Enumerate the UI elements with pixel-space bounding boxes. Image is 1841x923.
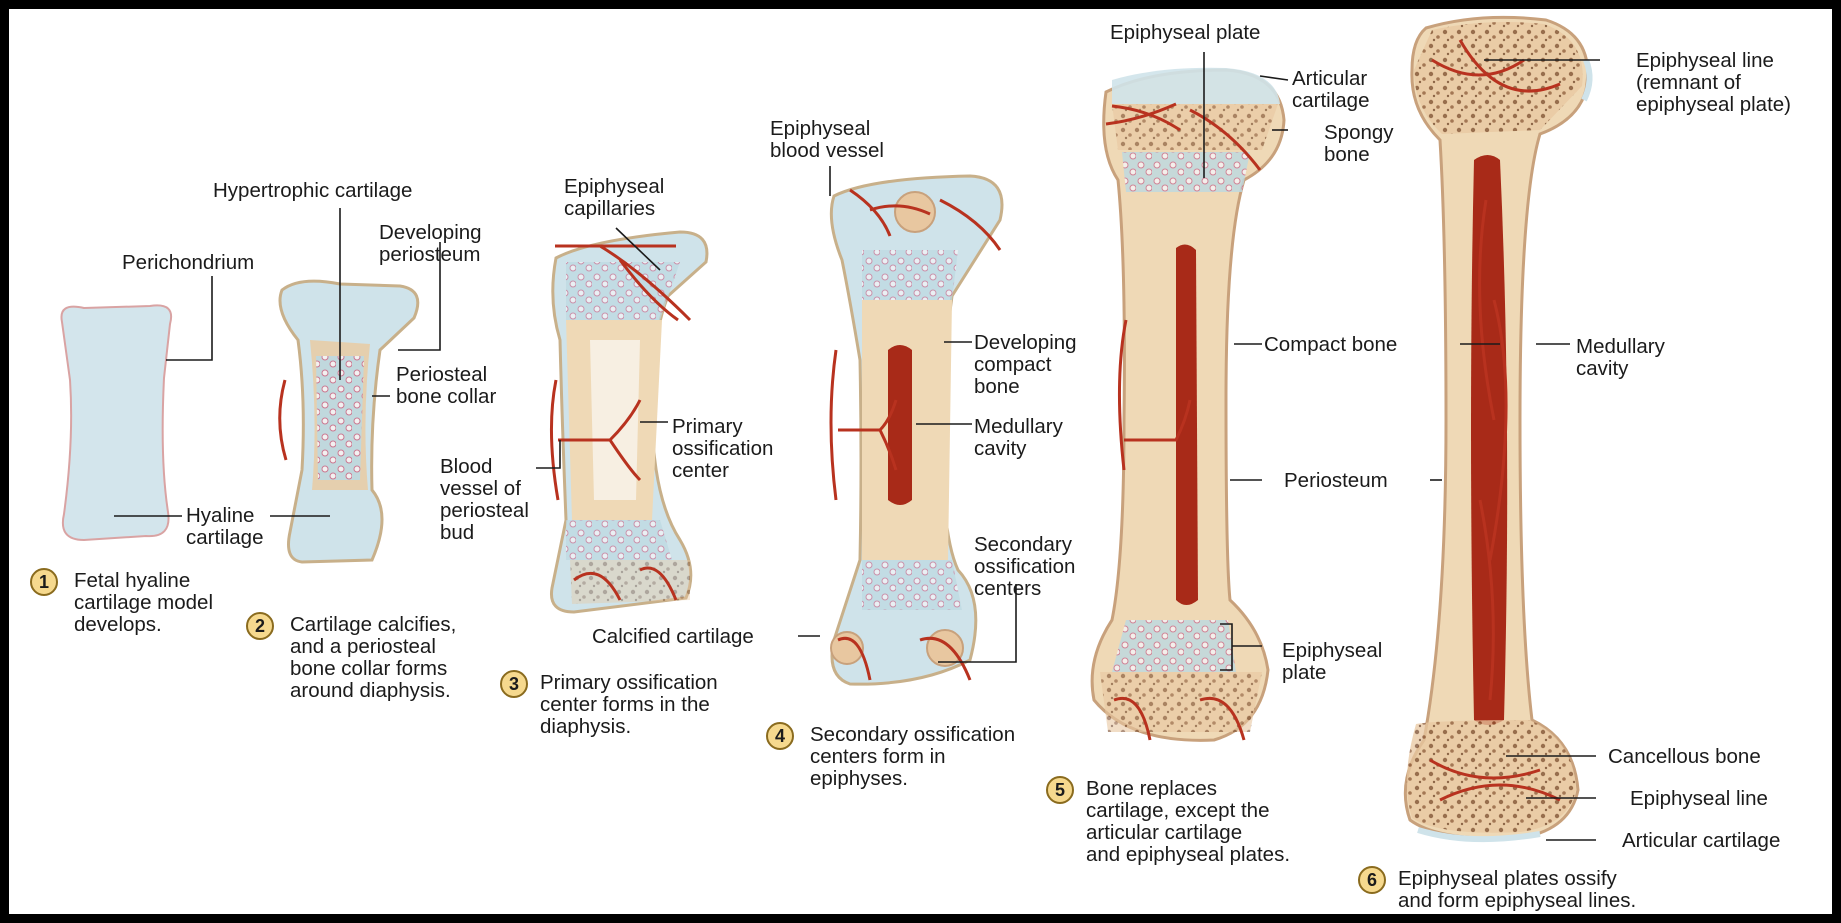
label-developing-compact-bone: Developing compact bone (974, 332, 1077, 398)
step-1-badge: 1 (30, 568, 58, 596)
step-5-caption: Bone replaces cartilage, except the arti… (1086, 778, 1290, 866)
label-compact-bone: Compact bone (1264, 334, 1397, 356)
label-perichondrium: Perichondrium (122, 252, 254, 274)
step-6-badge: 6 (1358, 866, 1386, 894)
step-3-caption: Primary ossification center forms in the… (540, 672, 718, 738)
label-epiphyseal-line-top: Epiphyseal line (remnant of epiphyseal p… (1636, 50, 1791, 116)
label-hypertrophic-cartilage: Hypertrophic cartilage (213, 180, 412, 202)
label-articular-cartilage-bottom: Articular cartilage (1622, 830, 1780, 852)
label-periosteal-bone-collar: Periosteal bone collar (396, 364, 496, 408)
label-epiphyseal-plate-bottom: Epiphyseal plate (1282, 640, 1382, 684)
step-2-caption: Cartilage calcifies, and a periosteal bo… (290, 614, 456, 702)
step-3-badge: 3 (500, 670, 528, 698)
label-periosteum: Periosteum (1284, 470, 1388, 492)
label-articular-cartilage-top: Articular cartilage (1292, 68, 1370, 112)
label-blood-vessel-periosteal-bud: Blood vessel of periosteal bud (440, 456, 529, 544)
step-1-caption: Fetal hyaline cartilage model develops. (74, 570, 213, 636)
step-5-badge: 5 (1046, 776, 1074, 804)
label-cancellous-bone: Cancellous bone (1608, 746, 1761, 768)
stage1-cartilage-model (61, 305, 171, 540)
label-medullary-cavity-4: Medullary cavity (974, 416, 1063, 460)
label-epiphyseal-blood-vessel: Epiphyseal blood vessel (770, 118, 884, 162)
label-spongy-bone: Spongy bone (1324, 122, 1394, 166)
step-6-caption: Epiphyseal plates ossify and form epiphy… (1398, 868, 1636, 912)
step-4-caption: Secondary ossification centers form in e… (810, 724, 1015, 790)
label-calcified-cartilage: Calcified cartilage (592, 626, 754, 648)
label-secondary-ossification-centers: Secondary ossification centers (974, 534, 1075, 600)
label-primary-ossification-center: Primary ossification center (672, 416, 773, 482)
step-2-badge: 2 (246, 612, 274, 640)
label-epiphyseal-capillaries: Epiphyseal capillaries (564, 176, 664, 220)
label-epiphyseal-plate-top: Epiphyseal plate (1110, 22, 1260, 44)
label-epiphyseal-line-bottom: Epiphyseal line (1630, 788, 1768, 810)
label-developing-periosteum: Developing periosteum (379, 222, 482, 266)
step-4-badge: 4 (766, 722, 794, 750)
label-medullary-cavity-6: Medullary cavity (1576, 336, 1665, 380)
label-hyaline-cartilage: Hyaline cartilage (186, 505, 264, 549)
